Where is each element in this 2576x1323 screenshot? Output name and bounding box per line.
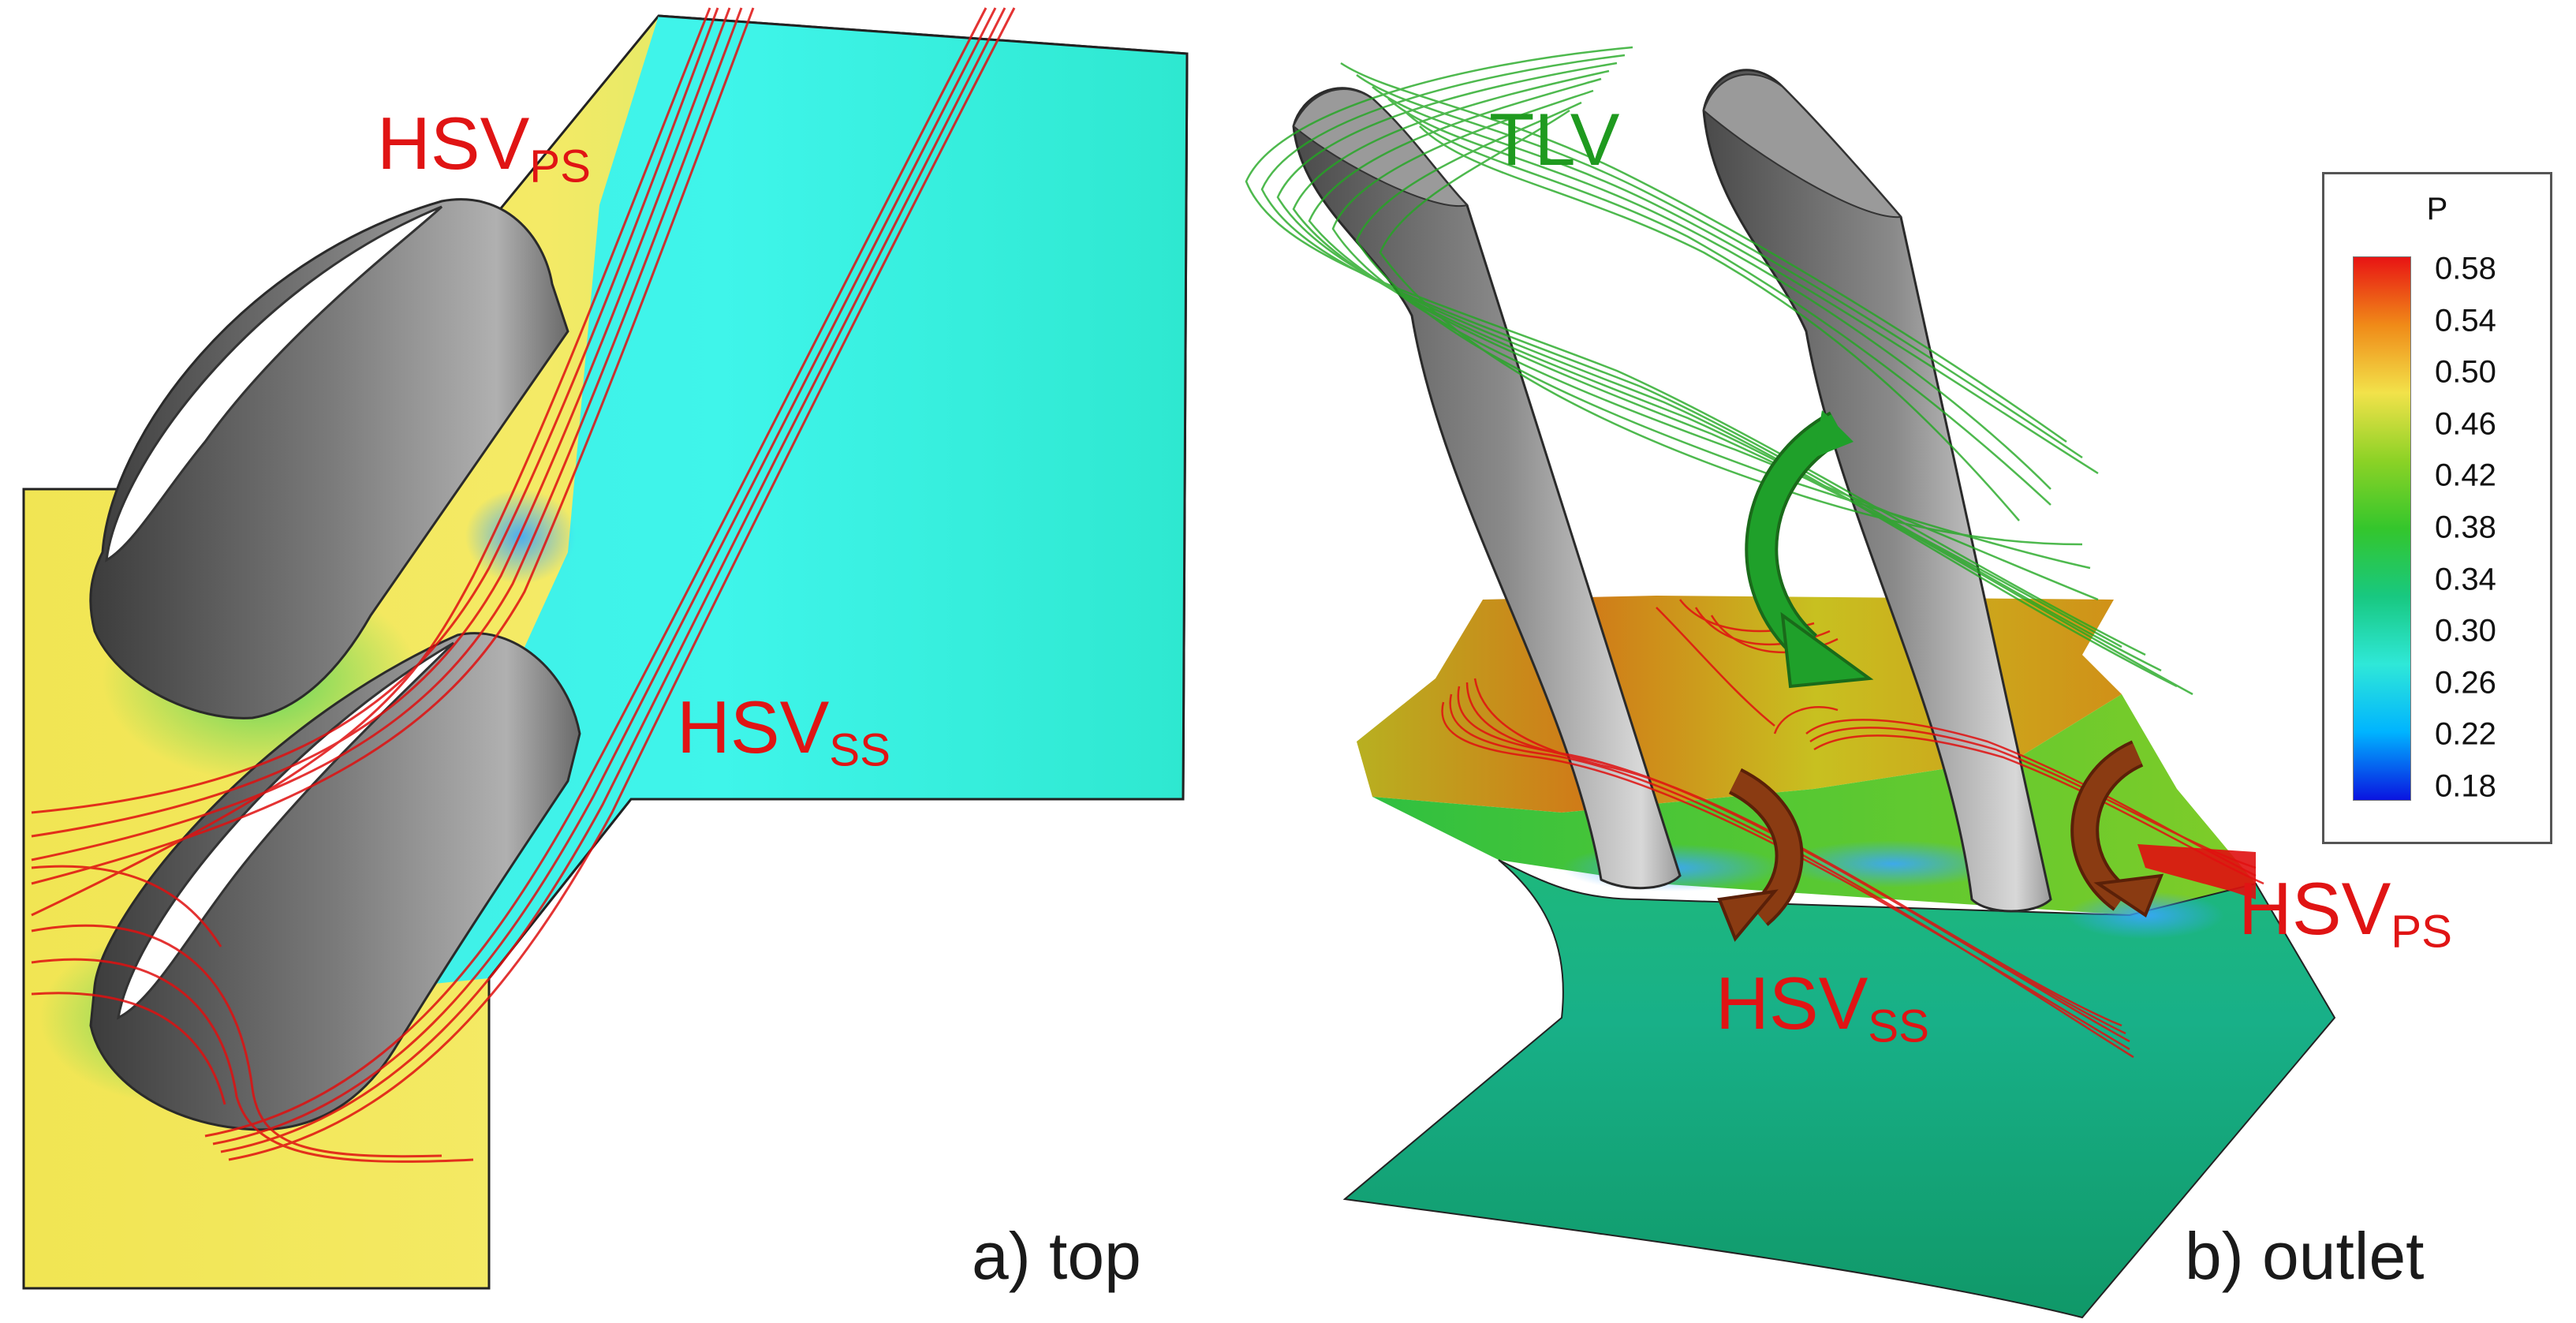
top-hsv-ss-label: HSVSS (677, 690, 890, 774)
top-hsv-ps-sub: PS (529, 140, 592, 192)
outlet-hsv-ps-sub: PS (2391, 906, 2453, 958)
legend-tick-label: 0.50 (2435, 354, 2496, 390)
outlet-tlv-label: TLV (1489, 103, 1619, 177)
legend-tick-label: 0.22 (2435, 716, 2496, 752)
outlet-caption: b) outlet (2185, 1219, 2425, 1293)
panel-top (22, 7, 1189, 1290)
top-blade-upper (89, 198, 569, 719)
top-hsv-ps-main: HSV (377, 102, 530, 185)
top-hsv-ss-sub: SS (829, 724, 891, 776)
legend-tick-label: 0.34 (2435, 562, 2496, 597)
outlet-brown-rotation-arrow-right (2070, 740, 2164, 918)
outlet-low-pressure-spot (1783, 840, 2003, 888)
legend-tick-label: 0.38 (2435, 510, 2496, 545)
outlet-hsv-ss-sub: SS (1868, 1000, 1930, 1052)
legend-title: P (2426, 192, 2448, 226)
outlet-green-rotation-arrow (1745, 410, 1874, 689)
outlet-tlv-text: TLV (1489, 98, 1620, 181)
top-blade-lower-tip (117, 641, 455, 1020)
top-cyan-passage (410, 16, 1187, 986)
legend-tick-label: 0.30 (2435, 613, 2496, 648)
panel-outlet (1245, 46, 2336, 1319)
outlet-hsv-streamlines (1441, 599, 2264, 1059)
legend-tick-label: 0.58 (2435, 251, 2496, 286)
legend-tick-label: 0.26 (2435, 665, 2496, 701)
outlet-hsv-ss-main: HSV (1715, 962, 1869, 1045)
top-streamlines (31, 7, 1016, 1163)
legend-color-bar (2353, 256, 2411, 801)
pressure-colorbar-legend: P 0.58 0.54 0.50 0.46 0.42 0.38 0.34 0.30 0.26 0.… (2322, 172, 2552, 844)
outlet-brown-rotation-arrow-left (1717, 768, 1804, 942)
top-field-outline (22, 14, 1189, 1290)
top-caption: a) top (972, 1219, 1141, 1293)
outlet-blade-right-tip (1702, 73, 1903, 219)
outlet-floor (1342, 859, 2336, 1319)
legend-tick-label: 0.46 (2435, 406, 2496, 442)
legend-tick-label: 0.54 (2435, 303, 2496, 338)
legend-tick-label: 0.42 (2435, 458, 2496, 493)
outlet-hsv-ss-label: HSVSS (1715, 966, 1929, 1050)
top-hsv-ps-label: HSVPS (377, 107, 591, 190)
outlet-hsv-ps-main: HSV (2238, 867, 2391, 950)
top-hsv-ss-main: HSV (677, 686, 830, 768)
top-blade-upper-tip (105, 205, 443, 562)
outlet-hsv-ps-ribbon (2137, 844, 2256, 899)
outlet-tlv-streamlines (1245, 46, 2193, 696)
legend-tick-label: 0.18 (2435, 768, 2496, 804)
top-blade-lower (89, 632, 581, 1131)
outlet-hsv-ps-label: HSVPS (2238, 872, 2452, 955)
